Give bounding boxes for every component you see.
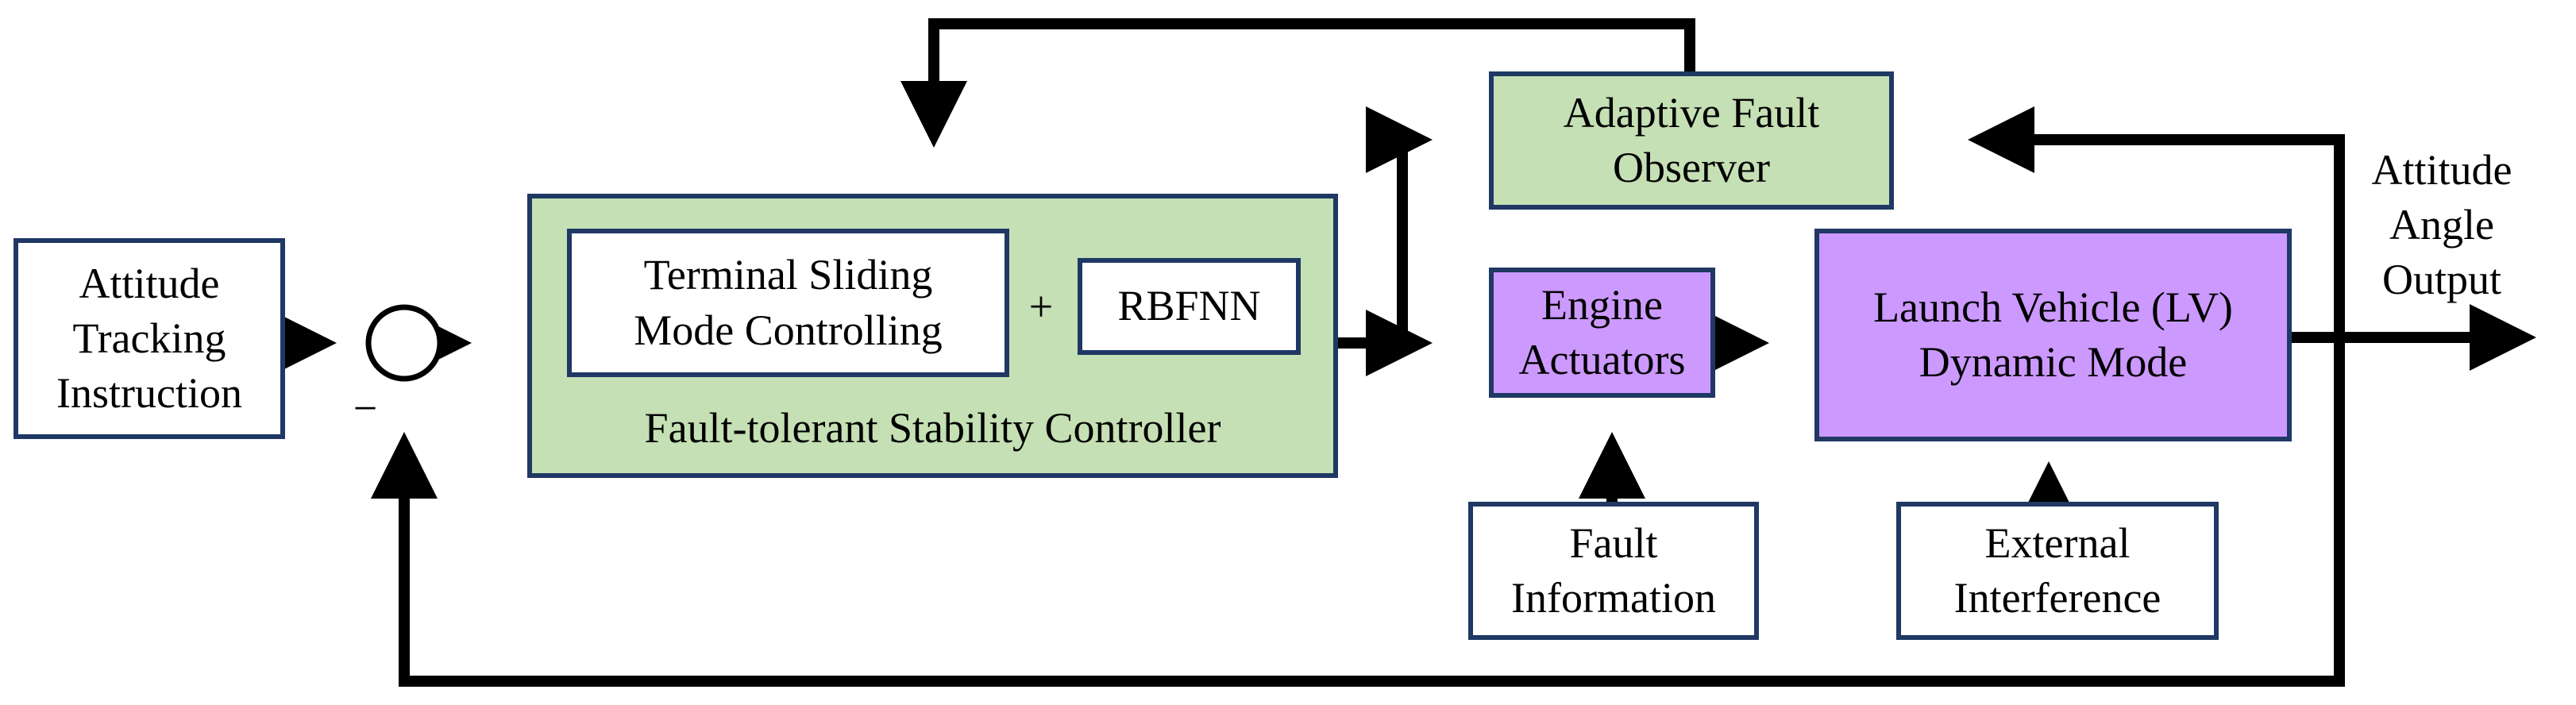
output-line-2: Angle [2389,201,2494,249]
adaptive-observer-line-1: Adaptive Fault [1563,88,1820,137]
launch-vehicle-box: Launch Vehicle (LV) Dynamic Mode [1814,229,2292,441]
adaptive-fault-observer-box: Adaptive Fault Observer [1489,71,1894,210]
external-interference-line-1: External [1984,518,2131,567]
output-line-3: Output [2381,256,2501,304]
stability-controller-label: Fault-tolerant Stability Controller [644,403,1221,452]
attitude-tracking-line-1: Attitude [79,259,220,307]
summing-junction [365,304,443,382]
external-interference-line-2: Interference [1953,574,2161,622]
engine-actuators-box: Engine Actuators [1489,268,1715,398]
terminal-sliding-line-2: Mode Controlling [634,306,943,354]
plus-sign: + [1028,283,1054,330]
launch-vehicle-line-1: Launch Vehicle (LV) [1873,283,2233,331]
arrow-output-to-observer [1968,106,2345,337]
output-line-1: Attitude [2371,146,2512,194]
engine-actuators-line-1: Engine [1541,280,1663,329]
terminal-sliding-mode-box: Terminal Sliding Mode Controlling [567,229,1009,377]
attitude-tracking-instruction-box: Attitude Tracking Instruction [13,238,285,439]
launch-vehicle-line-2: Dynamic Mode [1919,338,2188,386]
terminal-sliding-line-1: Terminal Sliding [643,251,933,299]
arrow-controller-to-observer [1366,106,1433,343]
minus-sign: − [353,384,378,432]
fault-information-box: Fault Information [1468,502,1759,640]
adaptive-observer-line-2: Observer [1613,144,1770,191]
rbfnn-box: RBFNN [1078,258,1301,355]
engine-actuators-line-2: Actuators [1518,336,1686,383]
attitude-angle-output-label: Attitude Angle Output [2350,143,2533,307]
external-interference-box: External Interference [1896,502,2219,640]
attitude-tracking-line-3: Instruction [56,369,242,418]
arrow-observer-to-controller [900,18,1695,148]
attitude-tracking-line-2: Tracking [72,314,226,362]
fault-information-line-2: Information [1511,574,1716,622]
fault-information-line-1: Fault [1569,518,1658,567]
arrow-feedback-to-sum [371,337,2345,687]
rbfnn-label: RBFNN [1117,282,1261,330]
